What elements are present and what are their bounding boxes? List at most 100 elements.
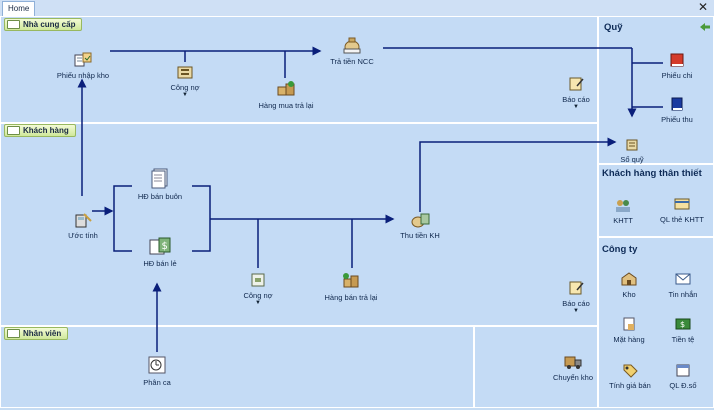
payment-voucher-button[interactable]: Phiếu chi [656, 52, 698, 80]
label: Tiền tệ [671, 335, 695, 344]
label: Chuyển kho [552, 373, 594, 382]
label: Phiếu nhập kho [56, 71, 110, 80]
section-header-staff: Nhân viên [4, 327, 69, 340]
label: KHTT [613, 216, 633, 225]
card-icon [674, 198, 690, 210]
blue-book-icon [671, 97, 683, 111]
label: Thu tiền KH [400, 231, 440, 240]
label: Báo cáo [562, 299, 590, 308]
card-icon [7, 20, 20, 29]
label: QL Đ.số [669, 381, 697, 390]
label: Tính giá bán [609, 381, 651, 390]
label: Phân ca [143, 378, 171, 387]
price-tag-icon [623, 364, 638, 378]
chevron-down-icon: ▼ [573, 308, 579, 314]
label: Hàng mua trả lại [258, 101, 314, 110]
staff-panel [0, 326, 474, 408]
label: Mặt hàng [613, 335, 645, 344]
section-label: Nhà cung cấp [23, 20, 76, 29]
people-icon [616, 200, 630, 212]
fund-title: Quỹ [604, 22, 623, 33]
pricing-button[interactable]: Tính giá bán [606, 362, 654, 390]
card-icon [7, 126, 20, 135]
report-icon [569, 281, 584, 295]
label: HĐ bán lẻ [143, 259, 177, 268]
message-icon [675, 273, 691, 285]
report-icon [569, 77, 584, 91]
receipt-voucher-button[interactable]: Phiếu thu [656, 96, 698, 124]
section-label: Khách hàng [23, 126, 69, 135]
warehouse-button[interactable]: Kho [611, 271, 647, 299]
customer-debt-button[interactable]: Công nợ ▼ [238, 272, 278, 306]
svg-text:$: $ [162, 241, 168, 252]
sales-return-button[interactable]: Hàng bán trả lại [319, 272, 383, 302]
money-stack-icon [411, 213, 430, 228]
chevron-down-icon: ▼ [255, 300, 261, 306]
cash-register-icon: $ [149, 237, 171, 255]
label: Tin nhắn [668, 290, 698, 299]
currency-button[interactable]: $ Tiền tệ [664, 316, 702, 344]
products-button[interactable]: Mặt hàng [607, 316, 651, 344]
card-icon [7, 329, 20, 338]
ledger-icon [177, 66, 193, 79]
label: Sổ quỹ [620, 155, 644, 164]
ql-doso-button[interactable]: QL Đ.số [663, 362, 703, 390]
estimate-button[interactable]: Ước tính [60, 210, 106, 240]
money-bag-icon [343, 37, 361, 54]
loyal-panel [598, 164, 714, 237]
pay-supplier-button[interactable]: Trả tiền NCC [322, 36, 382, 66]
chevron-down-icon: ▼ [182, 92, 188, 98]
svg-text:$: $ [680, 320, 685, 329]
ledger-icon [251, 273, 265, 287]
red-book-icon [670, 53, 684, 67]
label: HĐ bán buôn [137, 192, 183, 201]
retail-invoice-button[interactable]: $ HĐ bán lẻ [133, 236, 187, 268]
khtt-button[interactable]: KHTT [605, 197, 641, 225]
section-label: Nhân viên [23, 329, 62, 338]
section-header-supplier: Nhà cung cấp [4, 18, 83, 31]
calculator-icon [75, 213, 92, 228]
ledger-icon [626, 139, 638, 151]
label: Trả tiền NCC [330, 57, 374, 66]
label: Báo cáo [562, 95, 590, 104]
arrow-left-icon[interactable] [699, 22, 711, 32]
purchase-note-icon [74, 52, 92, 67]
label: Kho [622, 290, 636, 299]
customer-panel [0, 123, 598, 326]
invoice-icon [151, 168, 168, 189]
purchase-note-button[interactable]: Phiếu nhập kho [53, 52, 113, 80]
wholesale-invoice-button[interactable]: HĐ bán buôn [130, 167, 190, 201]
dollar-bill-icon: $ [675, 318, 691, 330]
label: Hàng bán trả lại [324, 293, 378, 302]
supplier-debt-button[interactable]: Công nợ ▼ [165, 64, 205, 98]
loyalty-card-button[interactable]: QL thẻ KHTT [656, 196, 708, 224]
label: Công nợ [243, 291, 273, 300]
boxes-return-icon [343, 273, 359, 288]
truck-icon [564, 356, 582, 369]
label: Phiếu chi [661, 71, 693, 80]
loyal-title: Khách hàng thân thiết [602, 168, 702, 179]
customer-report-button[interactable]: Báo cáo ▼ [557, 280, 595, 314]
label: Phiếu thu [661, 115, 693, 124]
tab-home[interactable]: Home [2, 1, 36, 16]
label: QL thẻ KHTT [660, 215, 704, 224]
supplier-panel [0, 16, 598, 123]
collect-payment-button[interactable]: Thu tiền KH [395, 210, 445, 240]
calendar-icon [676, 364, 690, 377]
cash-ledger-button[interactable]: Sổ quỹ [612, 138, 652, 164]
message-button[interactable]: Tin nhắn [663, 271, 703, 299]
supplier-report-button[interactable]: Báo cáo ▼ [557, 76, 595, 110]
company-title: Công ty [602, 244, 638, 255]
warehouse-icon [621, 272, 637, 286]
product-icon [623, 317, 635, 331]
label: Ước tính [68, 231, 98, 240]
boxes-return-icon [277, 81, 295, 96]
purchase-return-button[interactable]: Hàng mua trả lại [253, 80, 319, 110]
transfer-button[interactable]: Chuyển kho [552, 354, 594, 382]
close-icon[interactable]: ✕ [697, 0, 708, 14]
clock-icon [148, 356, 166, 374]
label: Công nợ [170, 83, 200, 92]
shift-button[interactable]: Phân ca [135, 355, 179, 387]
section-header-customer: Khách hàng [4, 124, 76, 137]
